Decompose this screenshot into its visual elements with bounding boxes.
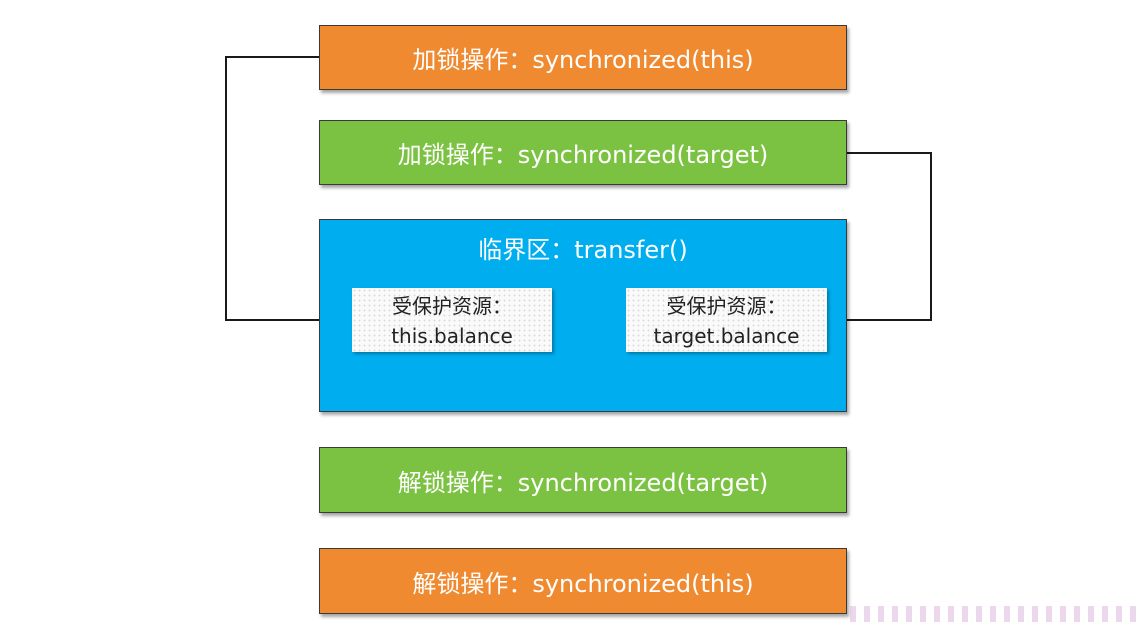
resource-target-heading: 受保护资源：: [666, 294, 787, 318]
resource-target-value: target.balance: [653, 324, 800, 348]
protected-resource-target: 受保护资源： target.balance: [626, 288, 827, 352]
critical-section-label: 临界区：transfer(): [478, 236, 688, 264]
protected-resource-this: 受保护资源： this.balance: [352, 288, 552, 352]
lock-target-box: 加锁操作：synchronized(target): [319, 120, 847, 185]
watermark: [850, 606, 1140, 622]
lock-this-box: 加锁操作：synchronized(this): [319, 25, 847, 90]
unlock-target-box: 解锁操作：synchronized(target): [319, 447, 847, 513]
resource-this-heading: 受保护资源：: [392, 294, 512, 318]
arrow-lock-target-to-target-balance: [826, 152, 932, 325]
resource-this-value: this.balance: [391, 324, 513, 348]
lock-target-label: 加锁操作：synchronized(target): [397, 141, 769, 169]
lock-this-label: 加锁操作：synchronized(this): [412, 46, 754, 74]
unlock-this-box: 解锁操作：synchronized(this): [319, 548, 847, 614]
arrow-lock-this-to-this-balance: [225, 56, 353, 325]
unlock-this-label: 解锁操作：synchronized(this): [412, 569, 754, 598]
unlock-target-label: 解锁操作：synchronized(target): [397, 468, 769, 497]
